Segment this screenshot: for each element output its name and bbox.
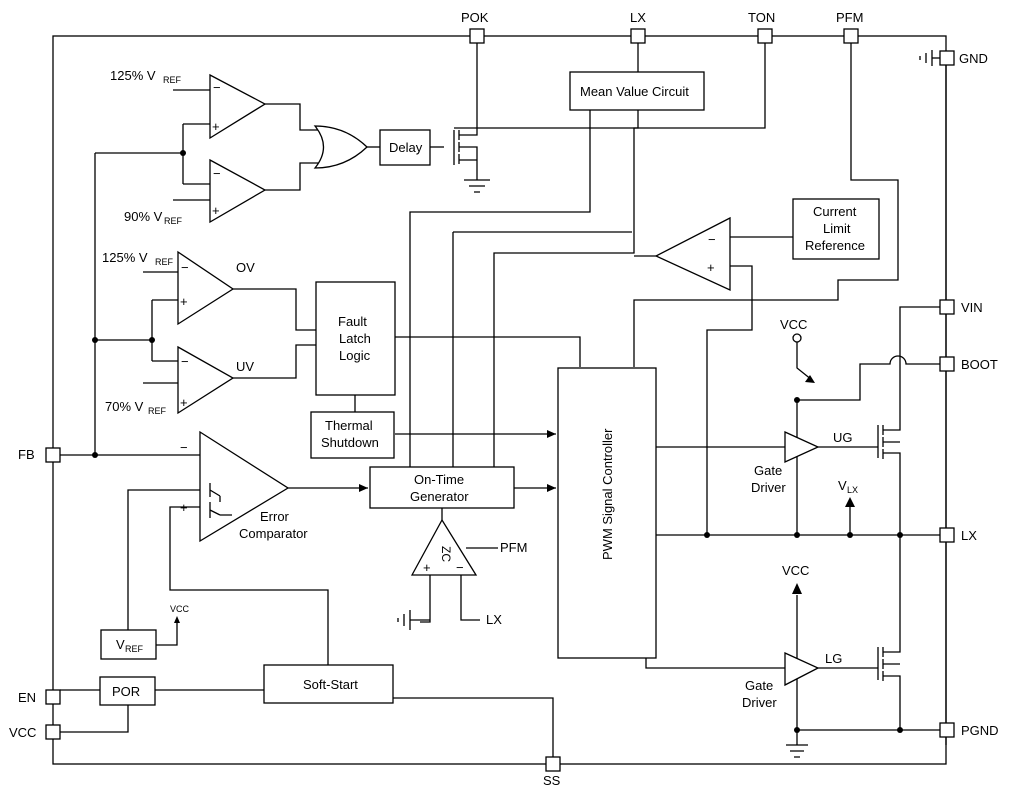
- current-limit-amplifier: − +: [654, 216, 731, 292]
- zc-comparator: ZC + −: [410, 518, 478, 576]
- svg-text:+: +: [707, 260, 715, 275]
- window-comparator-high: − +: [209, 73, 267, 140]
- ov-label: OV: [236, 260, 255, 275]
- svg-text:−: −: [181, 260, 189, 275]
- svg-text:PWM Signal Controller: PWM Signal Controller: [600, 428, 615, 560]
- svg-text:Generator: Generator: [410, 489, 469, 504]
- pin-fb: FB: [18, 447, 35, 462]
- svg-text:−: −: [181, 354, 189, 369]
- zc-pfm-label: PFM: [500, 540, 527, 555]
- svg-text:LX: LX: [847, 485, 858, 495]
- gate-driver-low: [784, 651, 820, 687]
- svg-text:REF: REF: [125, 644, 144, 654]
- svg-text:−: −: [213, 166, 221, 181]
- pwm-block: [557, 367, 657, 659]
- svg-text:Comparator: Comparator: [239, 526, 308, 541]
- por-block: [99, 676, 156, 706]
- svg-text:Current: Current: [813, 204, 857, 219]
- svg-text:Mean Value Circuit: Mean Value Circuit: [580, 84, 689, 99]
- delay-block: [379, 129, 431, 166]
- svg-text:Shutdown: Shutdown: [321, 435, 379, 450]
- pin-ss: SS: [543, 773, 561, 788]
- junctions: [92, 150, 903, 733]
- gate-driver-high: [784, 430, 820, 464]
- pin-pfm: PFM: [836, 10, 863, 25]
- svg-text:Delay: Delay: [389, 140, 423, 155]
- current-limit-block: [792, 198, 880, 260]
- or-gate: [313, 125, 368, 169]
- svg-text:Driver: Driver: [751, 480, 786, 495]
- pin-boot: BOOT: [961, 357, 998, 372]
- svg-text:REF: REF: [163, 75, 182, 85]
- svg-text:Soft-Start: Soft-Start: [303, 677, 358, 692]
- svg-text:+: +: [212, 119, 220, 134]
- ug-label: UG: [833, 430, 853, 445]
- svg-text:Fault: Fault: [338, 314, 367, 329]
- ov-comparator: − +: [177, 250, 235, 326]
- thermal-block: [310, 411, 395, 459]
- svg-text:+: +: [180, 395, 188, 410]
- gate-driver-2-label: Gate: [745, 678, 773, 693]
- vcc-terminal: [792, 333, 802, 343]
- pin-vcc: VCC: [9, 725, 36, 740]
- ref-70: 70% V: [105, 399, 144, 414]
- on-time-block: [369, 466, 515, 509]
- pin-ton: TON: [748, 10, 775, 25]
- ref-90: 90% V: [124, 209, 163, 224]
- svg-text:REF: REF: [148, 406, 167, 416]
- svg-text:+: +: [212, 203, 220, 218]
- ref-125-a: 125% V: [110, 68, 156, 83]
- wiring: [60, 43, 947, 758]
- svg-text:+: +: [180, 500, 188, 515]
- lg-label: LG: [825, 651, 842, 666]
- vref-block: [100, 629, 157, 660]
- error-comparator: − +: [180, 430, 290, 543]
- svg-text:Thermal: Thermal: [325, 418, 373, 433]
- fault-latch-block: [315, 281, 396, 396]
- svg-text:REF: REF: [155, 257, 174, 267]
- pins: [45, 28, 955, 772]
- svg-text:Limit: Limit: [823, 221, 851, 236]
- vlx-label: V: [838, 478, 847, 493]
- pin-pok: POK: [461, 10, 489, 25]
- vcc-top-label: VCC: [780, 317, 807, 332]
- pin-lx-top: LX: [630, 10, 646, 25]
- svg-text:Reference: Reference: [805, 238, 865, 253]
- svg-text:Logic: Logic: [339, 348, 371, 363]
- pin-pgnd: PGND: [961, 723, 999, 738]
- svg-text:POR: POR: [112, 684, 140, 699]
- svg-text:−: −: [213, 80, 221, 95]
- svg-text:REF: REF: [164, 216, 183, 226]
- svg-text:ZC: ZC: [439, 546, 453, 562]
- svg-text:Latch: Latch: [339, 331, 371, 346]
- svg-text:V: V: [116, 637, 125, 652]
- svg-text:−: −: [708, 232, 716, 247]
- pin-vin: VIN: [961, 300, 983, 315]
- vcc-small-label: VCC: [170, 604, 190, 614]
- svg-text:−: −: [180, 440, 188, 455]
- uv-label: UV: [236, 359, 254, 374]
- soft-start-block: [263, 664, 394, 704]
- svg-text:+: +: [180, 294, 188, 309]
- svg-text:Driver: Driver: [742, 695, 777, 710]
- svg-text:On-Time: On-Time: [414, 472, 464, 487]
- pin-lx: LX: [961, 528, 977, 543]
- zc-lx-label: LX: [486, 612, 502, 627]
- window-comparator-low: − +: [209, 158, 267, 224]
- uv-comparator: − +: [177, 345, 235, 415]
- pin-en: EN: [18, 690, 36, 705]
- svg-text:−: −: [456, 560, 464, 575]
- mean-value-block: [569, 71, 705, 111]
- svg-text:+: +: [423, 560, 431, 575]
- pin-gnd: GND: [959, 51, 988, 66]
- error-comp-label: Error: [260, 509, 290, 524]
- arrowheads: [174, 375, 855, 623]
- gate-driver-1-label: Gate: [754, 463, 782, 478]
- ref-125-b: 125% V: [102, 250, 148, 265]
- vcc-mid-label: VCC: [782, 563, 809, 578]
